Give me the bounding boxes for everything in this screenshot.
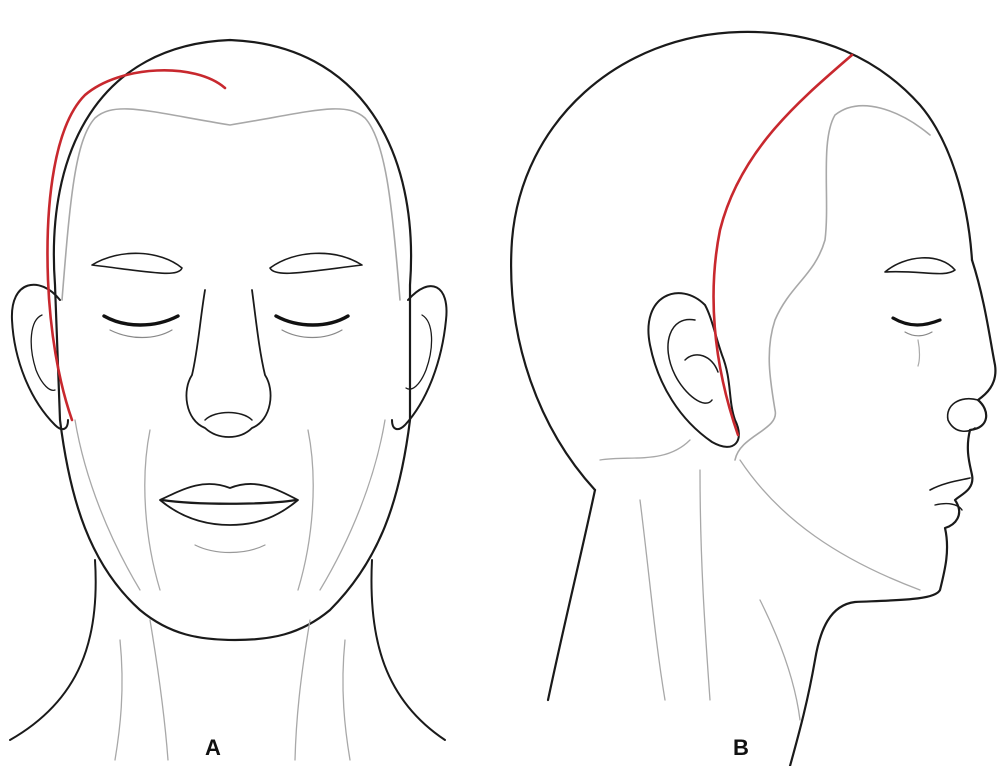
front-incision-line [47,70,225,420]
side-eyebrow [885,258,955,274]
front-nose [186,290,270,437]
front-hairline [62,109,400,300]
panel-label-b: B [733,736,749,760]
front-left-eyebrow [92,253,182,273]
side-incision-line [714,55,852,435]
panel-label-a: A [205,736,221,760]
front-right-eyebrow [270,253,362,273]
side-face-profile [790,260,995,766]
side-eye [893,318,940,325]
front-neck [10,560,96,740]
front-right-ear [392,286,447,429]
front-head-outline [54,40,411,640]
side-view-head [511,32,995,766]
side-ear [648,293,738,447]
front-left-eye [104,316,178,325]
side-hairline [735,106,930,460]
front-right-eye [276,316,348,325]
side-lips [930,478,970,490]
front-view-head [10,40,447,760]
